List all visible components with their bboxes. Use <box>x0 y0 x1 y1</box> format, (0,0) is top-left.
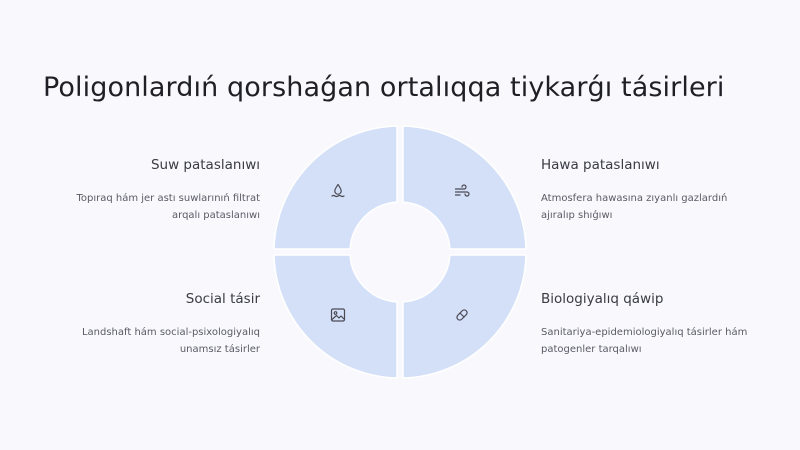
item-heading: Social tásir <box>185 291 260 307</box>
item-description-line: Landshaft hám social-psixologiyalıq <box>81 327 260 338</box>
water-drop-icon <box>329 182 347 200</box>
item-description-line: unamsız tásirler <box>179 344 260 355</box>
item-description: Atmosfera hawasına zıyanlı gazlardıń ajı… <box>541 190 751 224</box>
item-description: Landshaft hám social-psixologiyalıq unam… <box>60 324 260 358</box>
wind-icon <box>453 182 471 200</box>
item-heading: Hawa pataslanıwı <box>541 157 660 173</box>
item-description-line: patogenler tarqalıwı <box>541 344 642 355</box>
image-icon <box>329 306 347 324</box>
item-water-pollution: Suw pataslanıwı Topıraq hám jer astı suw… <box>60 157 260 224</box>
item-description-line: arqalı pataslanıwı <box>172 210 260 221</box>
item-heading: Biologiyalıq qáwip <box>541 291 664 307</box>
item-description-line: Topıraq hám jer astı suwlarınıń filtrat <box>76 193 260 204</box>
item-heading: Suw pataslanıwı <box>150 157 260 173</box>
page-title: Poligonlardıń qorshaǵan ortalıqqa tiykar… <box>43 72 725 103</box>
item-description: Topıraq hám jer astı suwlarınıń filtrat … <box>60 190 260 224</box>
item-air-pollution: Hawa pataslanıwı Atmosfera hawasına zıya… <box>541 157 751 224</box>
pill-icon <box>453 306 471 324</box>
item-description: Sanitariya-epidemiologiyalıq tásirler há… <box>541 324 751 358</box>
item-description-line: Sanitariya-epidemiologiyalıq tásirler há… <box>541 327 748 338</box>
item-social-impact: Social tásir Landshaft hám social-psixol… <box>60 291 260 358</box>
item-description-line: ajıralıp shıǵıwı <box>541 210 613 221</box>
item-description-line: Atmosfera hawasına zıyanlı gazlardıń <box>541 193 728 204</box>
item-biological-hazard: Biologiyalıq qáwip Sanitariya-epidemiolo… <box>541 291 751 358</box>
